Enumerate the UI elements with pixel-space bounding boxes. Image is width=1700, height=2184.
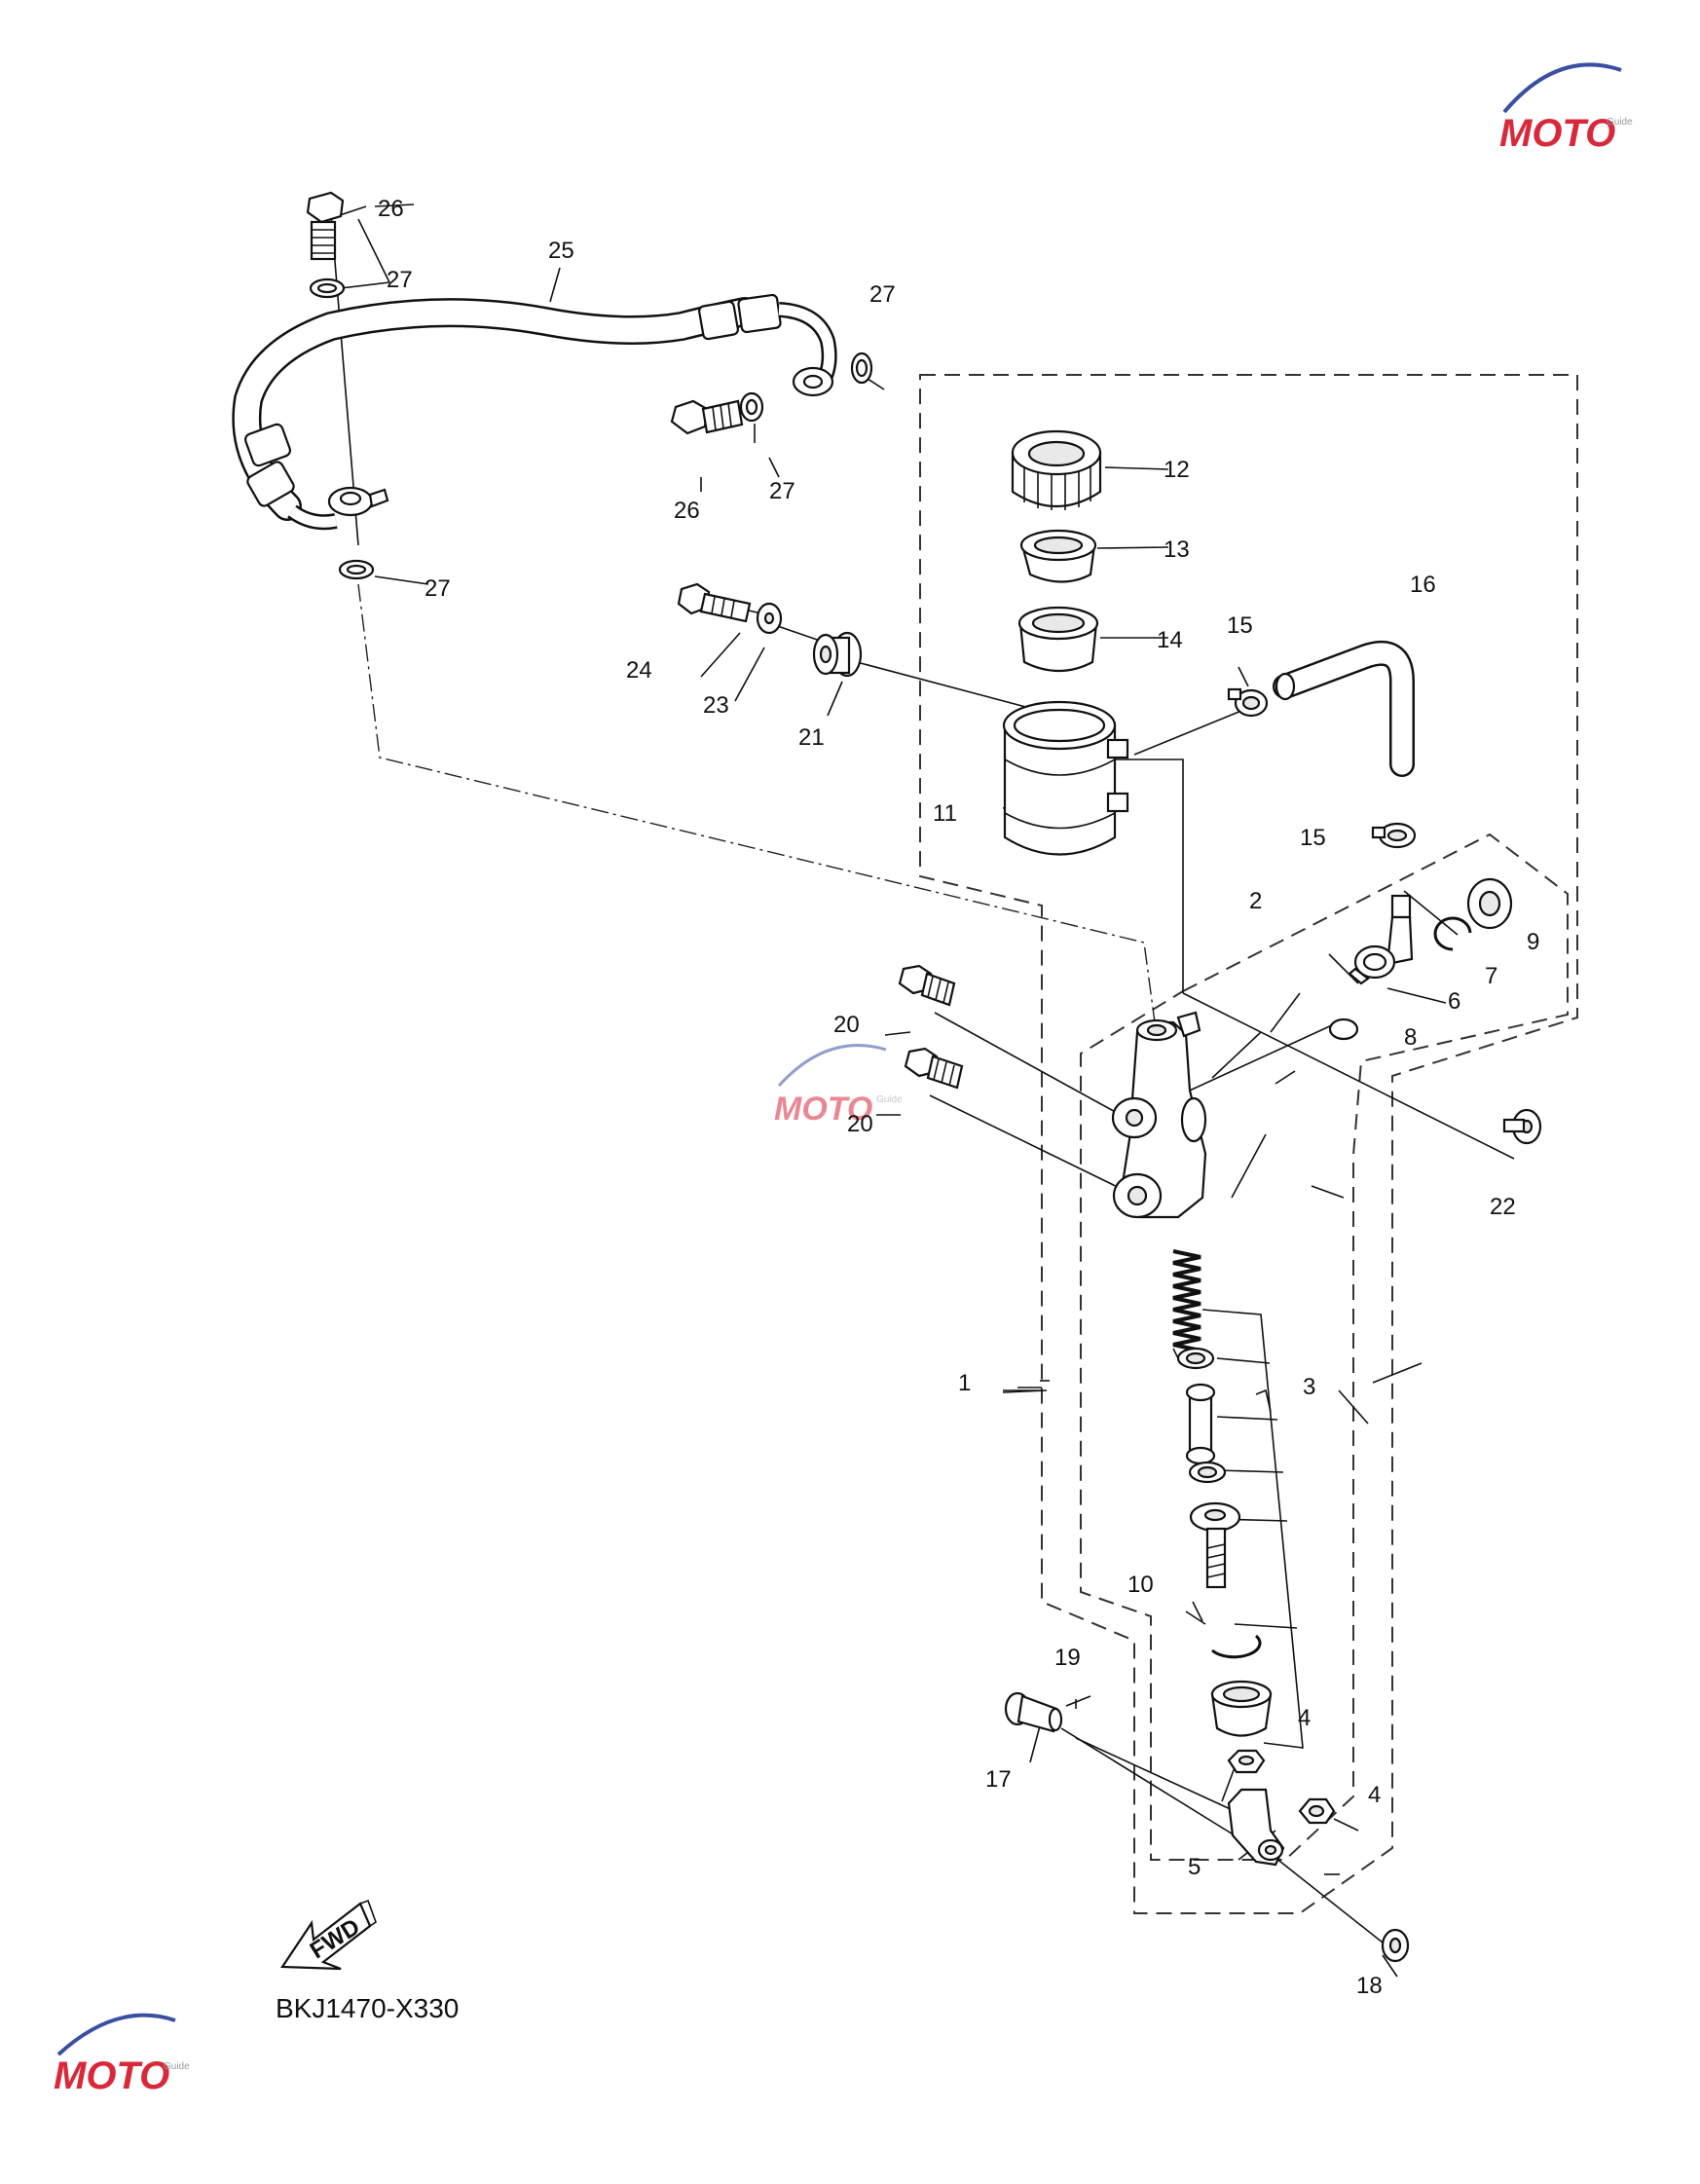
callout-15b: 15 — [1300, 825, 1326, 851]
cotter-pin-19 — [1065, 1695, 1091, 1707]
callout-11: 11 — [933, 800, 957, 827]
push-rod — [1189, 1501, 1241, 1589]
nut-4b — [1298, 1797, 1336, 1825]
diagram-code: BKJ1470-X330 — [276, 1993, 459, 2023]
circlip-7 — [1433, 916, 1472, 951]
diaphragm-plate — [1019, 529, 1097, 583]
banjo-fitting-upper — [792, 366, 834, 397]
callout-21: 21 — [798, 724, 825, 751]
master-cylinder-body — [1111, 1011, 1207, 1219]
callout-27d: 27 — [425, 575, 451, 602]
cup-seal-2 — [1188, 1461, 1227, 1484]
callout-20a: 20 — [833, 1012, 860, 1038]
callout-2: 2 — [1249, 888, 1262, 914]
callout-12: 12 — [1164, 457, 1190, 483]
callout-27a: 27 — [387, 267, 413, 293]
assembly-2-boundary — [1080, 833, 1569, 1861]
callout-20b: 20 — [847, 1111, 873, 1137]
hose-clamp-lower — [1371, 822, 1417, 849]
callout-4a: 4 — [1298, 1705, 1311, 1731]
banjo-fitting-lower — [327, 486, 389, 517]
mount-bolt-lower — [904, 1047, 964, 1090]
callout-27c: 27 — [769, 478, 795, 504]
reservoir-hose — [1273, 641, 1415, 777]
boot — [1210, 1680, 1273, 1737]
svg-text:Guide: Guide — [1607, 117, 1633, 128]
svg-text:Guide: Guide — [164, 2061, 190, 2072]
cap-9 — [1466, 877, 1513, 930]
callout-18: 18 — [1356, 1973, 1383, 1999]
o-ring-8 — [1328, 1018, 1359, 1041]
clevis — [1227, 1788, 1285, 1867]
reservoir-bolt — [677, 582, 752, 623]
callout-9: 9 — [1527, 929, 1539, 955]
assembly-1-boundary — [919, 374, 1578, 1914]
nut-4a — [1227, 1749, 1266, 1774]
callout-numbers: 1 2 3 4 4 5 6 7 8 9 10 11 12 13 14 15 15… — [378, 196, 1539, 1999]
callout-1: 1 — [958, 1370, 971, 1396]
copper-washer-2 — [850, 352, 873, 385]
callout-6: 6 — [1448, 988, 1460, 1015]
washer-18 — [1381, 1928, 1410, 1963]
mount-bolt-upper — [898, 964, 956, 1007]
spring — [1172, 1249, 1201, 1352]
svg-text:MOTO: MOTO — [54, 2054, 169, 2097]
callout-15a: 15 — [1227, 612, 1253, 639]
callout-10: 10 — [1127, 1572, 1154, 1598]
hose-clamp-upper — [1227, 687, 1269, 718]
leader-lines — [330, 204, 1515, 1978]
callout-27b: 27 — [869, 281, 896, 308]
callout-24: 24 — [626, 657, 652, 684]
callout-26b: 26 — [674, 498, 700, 524]
fwd-arrow-icon: FWD — [279, 1899, 377, 1971]
hose-joint — [1386, 894, 1414, 966]
callout-8: 8 — [1404, 1024, 1417, 1051]
callout-7: 7 — [1485, 963, 1497, 989]
pin-10 — [1185, 1610, 1206, 1625]
cap-22 — [1502, 1108, 1542, 1145]
callout-5: 5 — [1188, 1854, 1201, 1880]
svg-text:Guide: Guide — [876, 1094, 903, 1105]
svg-text:MOTO: MOTO — [774, 1091, 872, 1128]
reservoir-tank — [1002, 700, 1129, 856]
cup-seal — [1176, 1347, 1215, 1370]
callout-13: 13 — [1164, 537, 1190, 563]
circlip-3 — [1211, 1634, 1262, 1659]
callout-23: 23 — [703, 692, 729, 719]
copper-washer-1 — [309, 278, 346, 299]
washer-23 — [756, 602, 783, 635]
callout-4b: 4 — [1368, 1782, 1381, 1808]
callout-19: 19 — [1054, 1645, 1081, 1671]
callout-25: 25 — [548, 238, 574, 264]
callout-3: 3 — [1303, 1374, 1315, 1400]
copper-washer-4 — [338, 559, 375, 580]
diaphragm — [1017, 606, 1099, 672]
callout-16: 16 — [1410, 572, 1436, 598]
watermark-top-right: MOTO Guide — [1499, 62, 1633, 155]
callout-14: 14 — [1157, 627, 1183, 653]
clevis-pin-17 — [1004, 1691, 1063, 1733]
callout-17: 17 — [985, 1766, 1012, 1793]
callout-26a: 26 — [378, 196, 404, 222]
brake-hose — [232, 293, 837, 531]
union-bolt-mid — [670, 399, 744, 435]
watermark-bottom-left: MOTO Guide — [54, 2013, 190, 2097]
copper-washer-3 — [739, 391, 764, 423]
grommet-21 — [812, 631, 863, 678]
svg-text:MOTO: MOTO — [1499, 112, 1615, 155]
joint-fitting-6 — [1348, 944, 1396, 985]
union-bolt-top — [306, 191, 345, 261]
callout-22: 22 — [1490, 1194, 1516, 1220]
watermark-middle: MOTO Guide — [774, 1044, 903, 1128]
piston — [1185, 1383, 1216, 1465]
reservoir-cap — [1011, 429, 1102, 510]
